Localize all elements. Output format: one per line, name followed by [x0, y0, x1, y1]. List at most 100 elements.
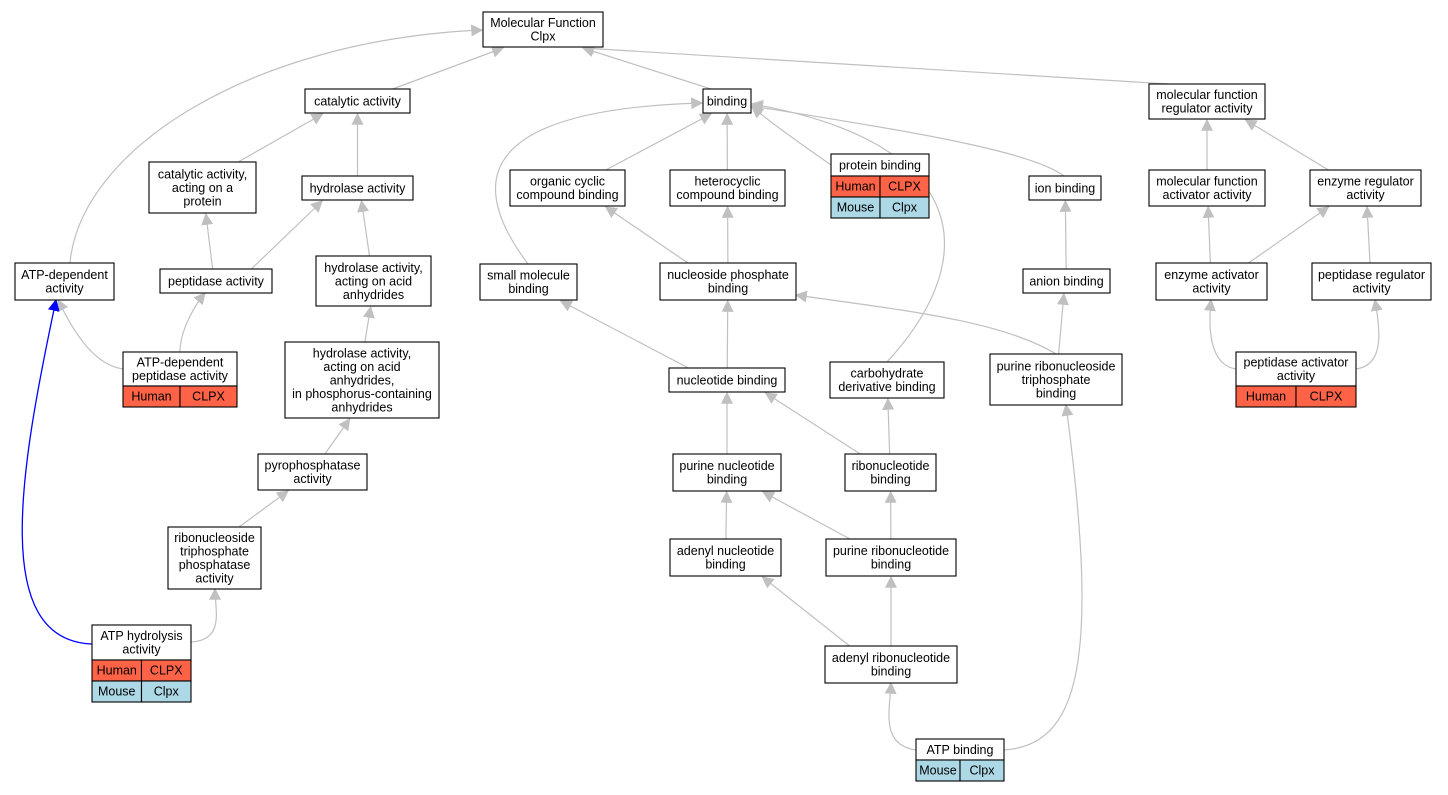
node-label-line: Molecular Function	[490, 16, 596, 30]
node-label-line: anhydrides,	[330, 373, 395, 387]
go-term-node-peptidase[interactable]: peptidase activity	[159, 268, 273, 294]
node-label-line: triphosphate	[180, 545, 249, 559]
species-name: Mouse	[919, 764, 957, 778]
node-box	[659, 262, 797, 301]
edge-adenylnuc-to-purnuc	[720, 490, 733, 540]
node-label-line: peptidase activity	[168, 274, 265, 288]
edge-catprot-to-catalytic	[237, 113, 324, 163]
node-label-line: ATP-dependent	[21, 268, 108, 282]
go-term-node-binding[interactable]: binding	[702, 88, 752, 114]
go-term-node-ionbind[interactable]: ion binding	[1028, 175, 1102, 201]
node-label-line: nucleoside phosphate	[667, 268, 789, 282]
node-box	[284, 341, 440, 419]
gene-symbol: Clpx	[892, 201, 918, 215]
node-label-line: catalytic activity	[314, 94, 402, 108]
node-label-line: purine ribonucleoside	[997, 359, 1116, 373]
node-label-line: in phosphorus-containing	[292, 387, 432, 401]
edge-organic-to-binding	[605, 113, 713, 171]
node-label-line: binding	[508, 282, 548, 296]
node-label-line: activity	[1192, 282, 1231, 296]
node-label-line: ATP-dependent	[137, 356, 224, 370]
edge-atpbind-to-purribtri	[1003, 403, 1083, 751]
node-label-line: hydrolase activity,	[324, 261, 422, 275]
gene-cell	[879, 196, 930, 219]
node-label-line: activity	[1346, 188, 1385, 202]
edge-enzact-to-mfact	[1202, 205, 1215, 264]
node-box	[167, 526, 262, 590]
go-term-node-hydacid[interactable]: hydrolase activity,acting on acidanhydri…	[315, 255, 432, 307]
node-label-line: activity	[1277, 369, 1316, 383]
go-term-node-ribotri[interactable]: ribonucleosidetriphosphatephosphataseact…	[167, 526, 262, 590]
node-box	[304, 88, 411, 114]
gene-cell	[1295, 385, 1357, 408]
node-label-line: purine nucleotide	[679, 459, 774, 473]
edge-nucphos-to-organic	[604, 206, 689, 264]
node-box	[14, 262, 115, 301]
node-label-line: acting on a	[172, 181, 233, 195]
gene-symbol: CLPX	[1310, 390, 1343, 404]
node-label-line: binding	[871, 558, 911, 572]
edge-purribo-to-purnuc	[761, 491, 851, 540]
node-box	[1028, 175, 1102, 201]
node-label-line: binding	[707, 94, 747, 108]
go-term-node-hydphos[interactable]: hydrolase activity,acting on acidanhydri…	[284, 341, 440, 419]
species-name: Human	[835, 180, 875, 194]
edge-adenylribo-to-adenylnuc	[761, 576, 850, 647]
node-box	[1148, 83, 1266, 120]
go-term-node-catalytic[interactable]: catalytic activity	[304, 88, 411, 114]
node-label-line: purine ribonucleotide	[833, 544, 949, 558]
node-label-line: nucleotide binding	[677, 373, 778, 387]
node-box	[91, 624, 192, 661]
edge-anion-to-ionbind	[1059, 199, 1072, 270]
edge-atpbind-to-adenylribo	[884, 681, 917, 751]
go-term-node-anion[interactable]: anion binding	[1022, 268, 1111, 294]
node-label-line: activity	[195, 572, 234, 586]
node-label-line: heterocyclic	[695, 175, 761, 189]
node-label-line: binding	[1036, 386, 1076, 400]
node-box	[669, 169, 786, 207]
node-label-line: compound binding	[516, 188, 618, 202]
edge-catalytic-to-mf	[392, 46, 505, 90]
edge-hydacid-to-hydrolase	[357, 199, 371, 257]
go-term-node-hydrolase[interactable]: hydrolase activity	[301, 175, 414, 201]
node-label-line: phosphatase	[179, 558, 251, 572]
go-term-node-nucleotide[interactable]: nucleotide binding	[668, 367, 786, 393]
node-label-line: anhydrides	[343, 288, 404, 302]
species-name: Mouse	[837, 201, 875, 215]
node-box	[1022, 268, 1111, 294]
node-label-line: derivative binding	[838, 380, 935, 394]
edge-pepact-to-pepreg	[1355, 298, 1383, 370]
node-label-line: binding	[708, 282, 748, 296]
node-box	[479, 263, 578, 301]
